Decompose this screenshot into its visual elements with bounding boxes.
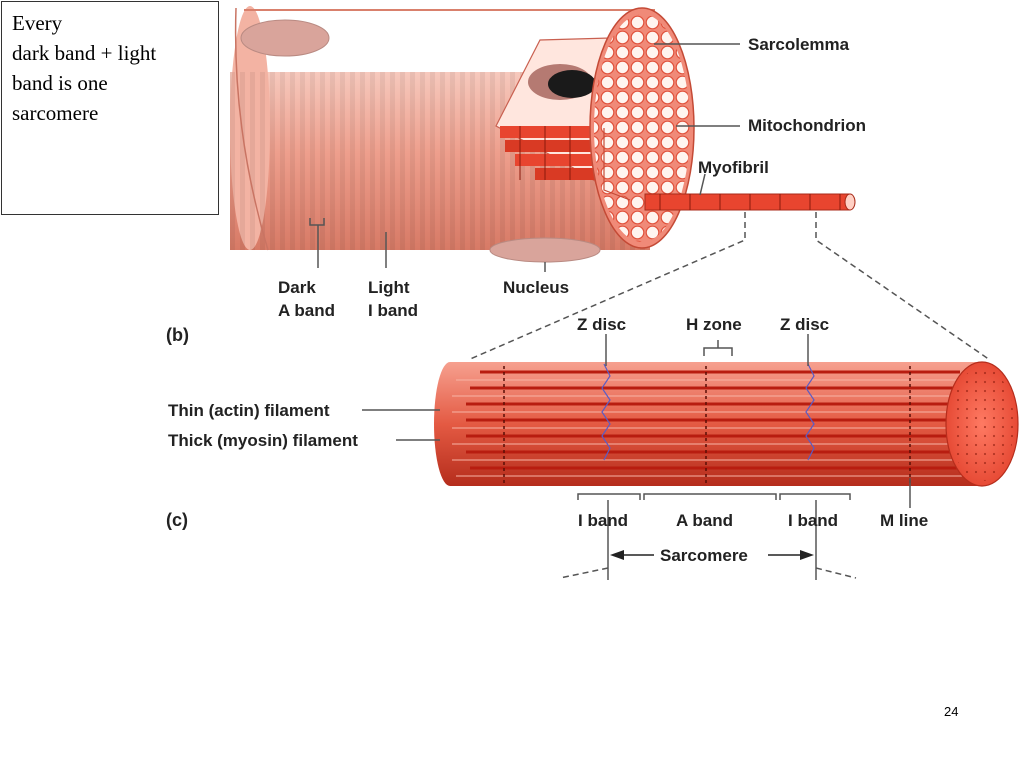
dark-band-bracket: [309, 218, 325, 226]
label-thin-filament: Thin (actin) filament: [168, 401, 330, 420]
label-nucleus: Nucleus: [503, 278, 569, 297]
exposed-myofibrils: [500, 126, 610, 180]
label-dark: Dark: [278, 278, 316, 297]
label-a-band-b: A band: [278, 301, 335, 320]
myofibril-cylinder: [434, 361, 1019, 487]
panel-c-tag: (c): [166, 510, 188, 530]
zoom-lines-c: [559, 567, 857, 579]
z-disc-zigzag: [601, 363, 815, 461]
label-mitochondrion: Mitochondrion: [748, 116, 866, 135]
m-line-marks: [503, 366, 911, 484]
note-line-3: band is one: [12, 71, 108, 95]
panel-c-leader-lines: [362, 334, 911, 580]
label-m-line: M line: [880, 511, 928, 530]
note-line-2: dark band + light: [12, 41, 157, 65]
label-a-band: A band: [676, 511, 733, 530]
label-myofibril: Myofibril: [698, 158, 769, 177]
label-h-zone: H zone: [686, 315, 742, 334]
sarcomere-note-box: Every dark band + light band is one sarc…: [1, 1, 219, 215]
thin-filaments: [452, 379, 975, 477]
page-number: 24: [944, 704, 959, 719]
label-i-band-b: I band: [368, 301, 418, 320]
label-i-band-right: I band: [788, 511, 838, 530]
label-sarcomere: Sarcomere: [660, 546, 748, 565]
label-i-band-left: I band: [578, 511, 628, 530]
note-line-4: sarcomere: [12, 101, 99, 125]
thick-filaments: [466, 370, 960, 470]
label-z-disc-left: Z disc: [577, 315, 626, 334]
nucleus-bottom: [489, 237, 601, 263]
myofibril-strand: [644, 193, 851, 211]
note-line-1: Every: [12, 11, 63, 35]
label-thick-filament: Thick (myosin) filament: [168, 431, 358, 450]
panel-b-leader-lines: [317, 43, 740, 272]
label-light: Light: [368, 278, 410, 297]
label-sarcolemma: Sarcolemma: [748, 35, 850, 54]
muscle-fiber: [230, 6, 856, 263]
label-z-disc-right: Z disc: [780, 315, 829, 334]
nucleus-top: [240, 19, 330, 57]
panel-b-tag: (b): [166, 325, 189, 345]
sarcomere-arrow: [610, 550, 814, 560]
